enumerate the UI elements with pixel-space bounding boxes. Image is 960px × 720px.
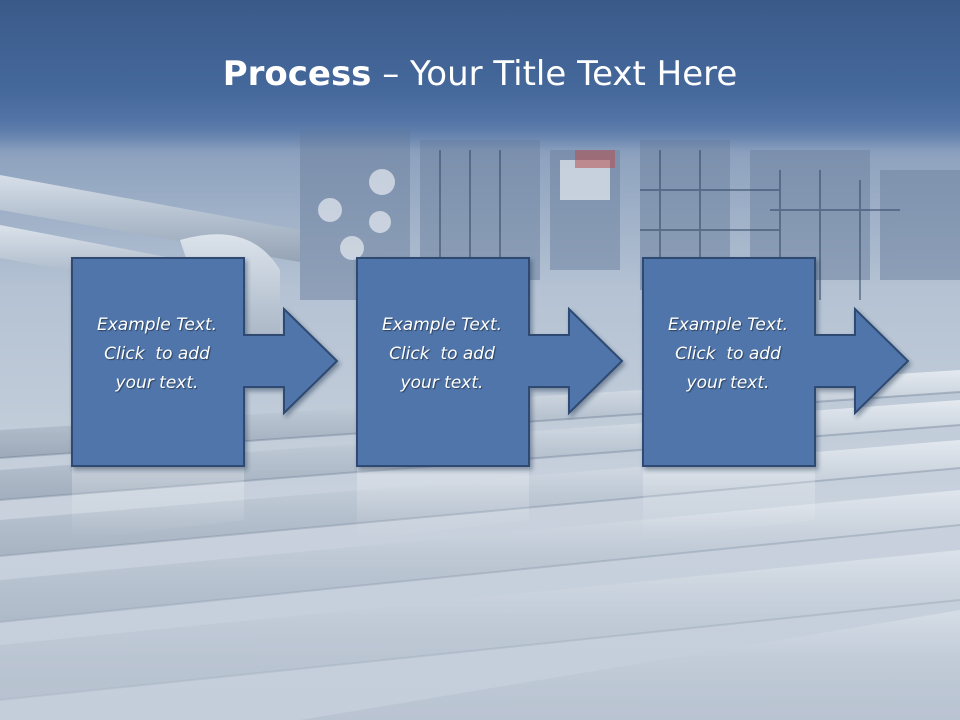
step-1-line-1: Example Text. [96,315,218,335]
title-bold-part: Process [222,54,372,94]
step-3-line-3: your text. [686,373,770,393]
title-rest-part: – Your Title Text Here [371,54,738,94]
step-2-line-2: Click to add [389,344,495,364]
process-step-1-text[interactable]: Example Text. Click to add your text. [72,311,242,398]
step-2-line-3: your text. [400,373,484,393]
step-3-line-2: Click to add [675,344,781,364]
process-step-3-text[interactable]: Example Text. Click to add your text. [643,311,813,398]
title-band [0,0,960,150]
process-step-1-arrow-shape[interactable] [71,257,339,467]
step-1-line-3: your text. [115,373,199,393]
step-3-line-1: Example Text. [667,315,789,335]
process-step-2-arrow-shape[interactable] [356,257,624,467]
slide-title[interactable]: Process – Your Title Text Here [0,52,960,96]
process-step-2-text[interactable]: Example Text. Click to add your text. [357,311,527,398]
arrow-reflections [72,466,815,540]
step-1-line-2: Click to add [104,344,210,364]
process-step-3-arrow-shape[interactable] [642,257,910,467]
step-2-line-1: Example Text. [381,315,503,335]
